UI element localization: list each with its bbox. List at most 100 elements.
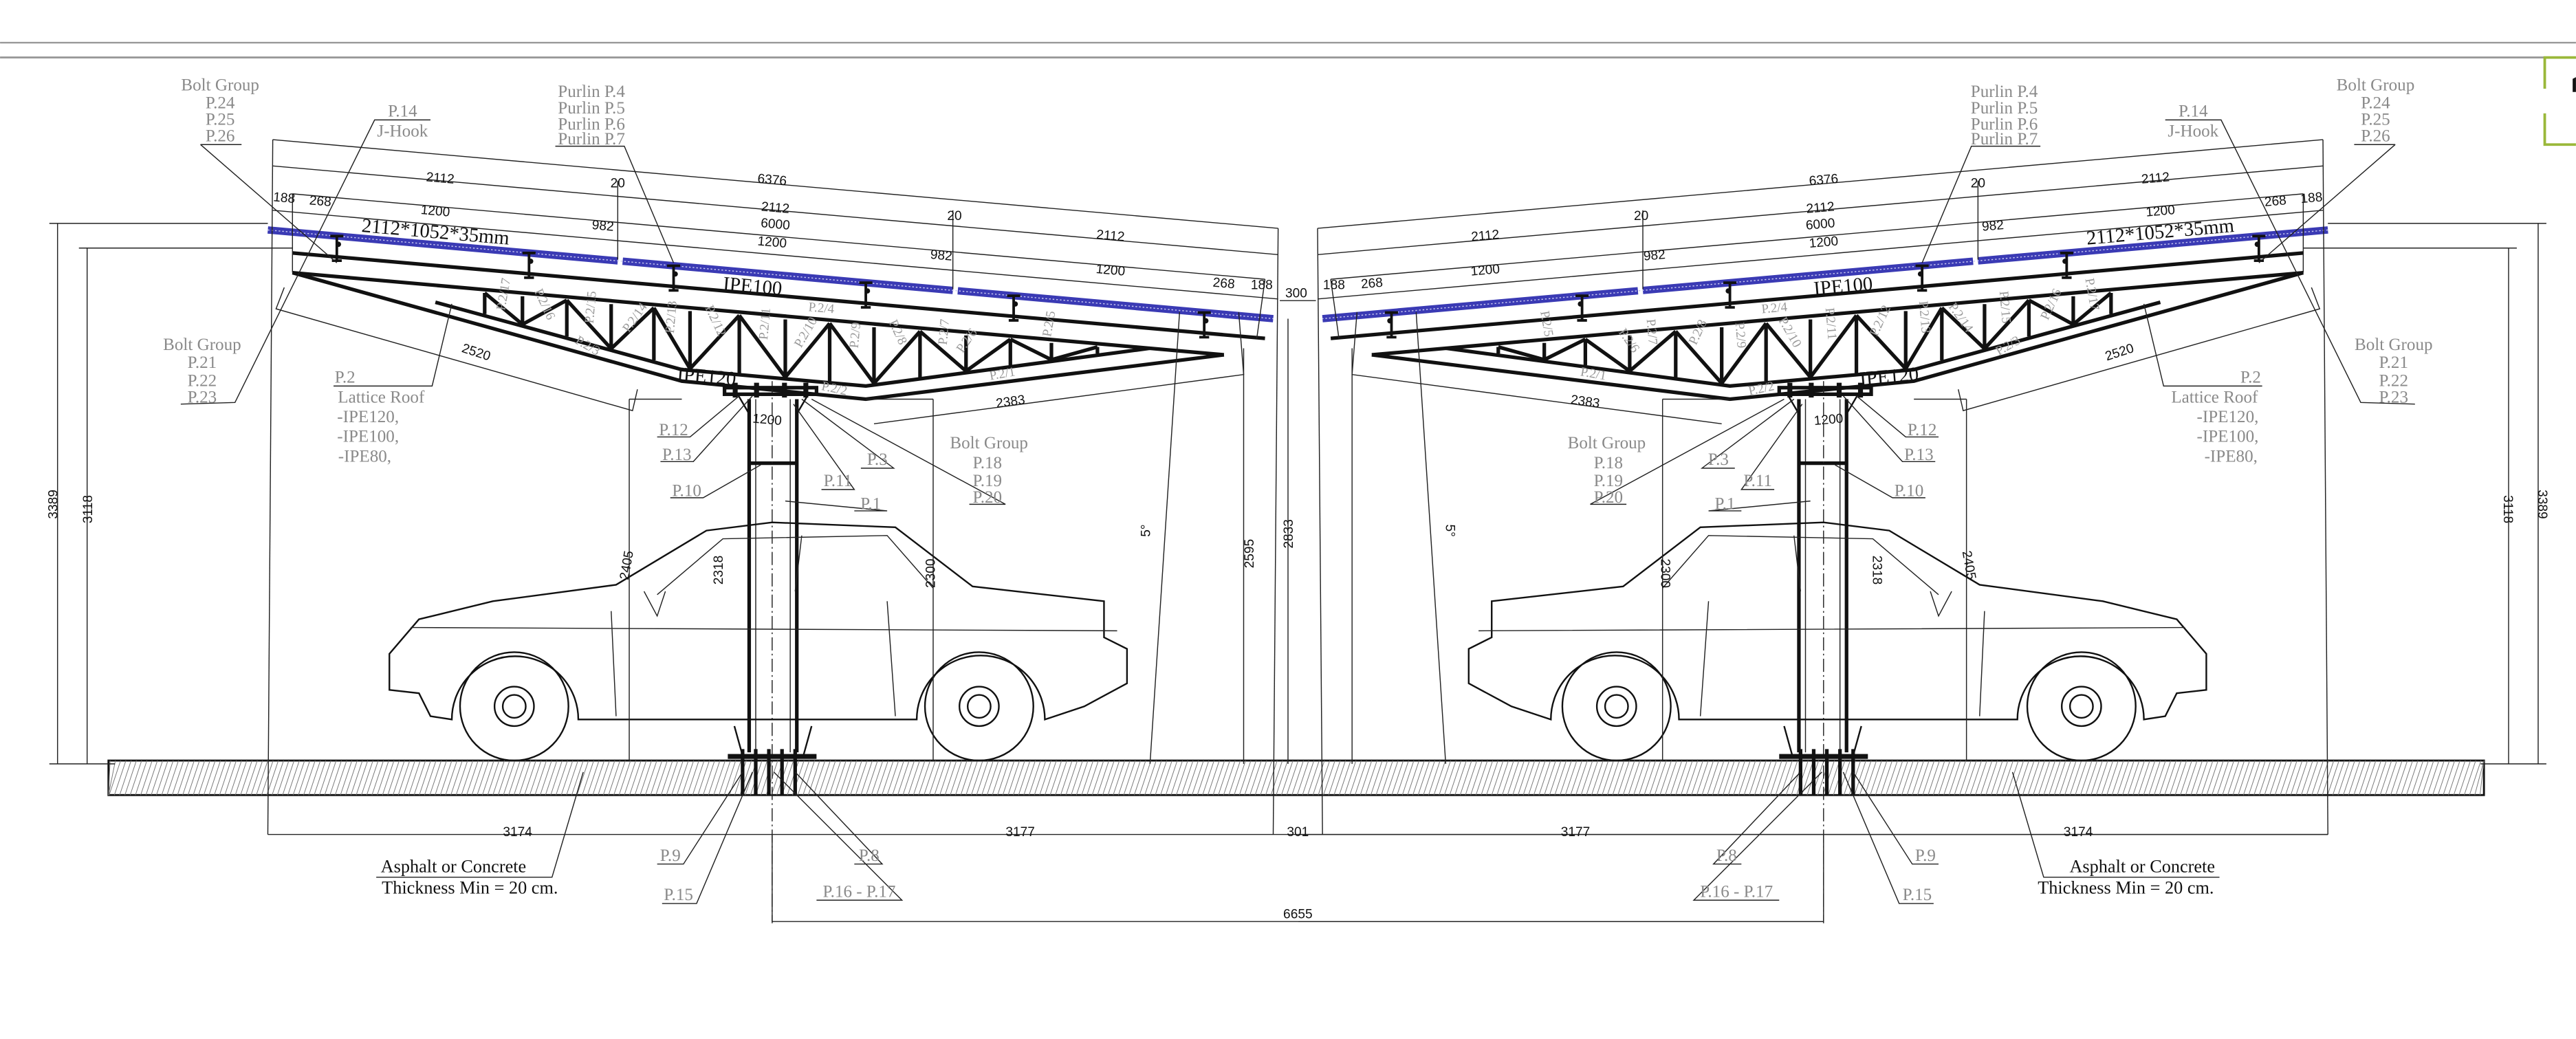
- hatch-line: [377, 760, 389, 796]
- left-parts-p11: P.11: [824, 472, 853, 490]
- left-bolt-group-end-0: Bolt Group: [163, 336, 241, 354]
- hatch-line: [2327, 760, 2339, 796]
- hatch-line: [545, 760, 558, 796]
- hatch-line: [1165, 760, 1178, 796]
- top-chord: [292, 270, 1225, 357]
- hatch-line: [340, 760, 353, 796]
- truss-web-diagonal: [1628, 329, 1677, 373]
- leader-lines: [1590, 119, 2415, 904]
- hatch-line: [629, 760, 642, 796]
- right-bolt-group-mid-2: P.19: [1594, 472, 1624, 490]
- hatch-line: [1433, 760, 1446, 796]
- hatch-line: [2469, 760, 2482, 796]
- leader-lines: [180, 119, 1006, 904]
- left-bolt-group-top-1: P.24: [206, 94, 235, 113]
- hatch-line: [2401, 760, 2413, 796]
- hatch-line: [2295, 760, 2308, 796]
- hatch-line: [587, 760, 600, 796]
- hatch-line: [1580, 760, 1593, 796]
- hatch-line: [1528, 760, 1540, 796]
- bottom-chord-inner: [435, 300, 1150, 389]
- hatch-line: [2075, 760, 2087, 796]
- hatch-line: [1801, 760, 1814, 796]
- hatch-line: [1649, 760, 1661, 796]
- hatch-line: [556, 760, 568, 796]
- left-lattice-1: Lattice Roof: [338, 388, 425, 406]
- hatch-line: [2132, 760, 2146, 796]
- right-dims-gap-b: 982: [1643, 248, 1666, 264]
- bolt-icon: [864, 288, 871, 294]
- hatch-line: [2001, 760, 2013, 796]
- purlin-j-hook: [2060, 252, 2073, 279]
- hatch-line: [2206, 760, 2219, 796]
- truss-web-diagonal: [737, 314, 787, 379]
- hatch-line: [208, 760, 221, 796]
- right-dims-edge-a: 188: [2300, 190, 2324, 206]
- hatch-line: [1333, 760, 1346, 796]
- hatch-line: [1880, 760, 1893, 796]
- hatch-line: [2322, 760, 2335, 796]
- hatch-line: [2253, 760, 2266, 796]
- hatch-line: [2011, 760, 2024, 796]
- hatch-line: [1733, 760, 1746, 796]
- hatch-line: [145, 760, 158, 796]
- hatch-line: [1675, 760, 1688, 796]
- hatch-line: [1344, 760, 1357, 796]
- hatch-line: [345, 760, 358, 796]
- hatch-line: [2437, 760, 2450, 796]
- hatch-line: [108, 761, 111, 796]
- hatch-line: [944, 760, 957, 796]
- hatch-line: [2222, 760, 2235, 796]
- bolt-icon: [1725, 288, 1732, 294]
- right-members-4: P.2/5: [1537, 310, 1556, 338]
- purlin-clips: [330, 234, 1211, 339]
- right-members-9: P.2/10: [1776, 315, 1804, 350]
- hatch-line: [1502, 760, 1514, 796]
- hatch-line: [1922, 760, 1935, 796]
- hatch-line: [571, 760, 584, 796]
- hatch-line: [1617, 760, 1630, 796]
- hatch-line: [1249, 760, 1262, 796]
- hatch-line: [860, 760, 873, 796]
- left-dims-purlin-span: 6000: [760, 216, 790, 233]
- hatch-line: [602, 760, 615, 796]
- hatch-line: [140, 760, 153, 796]
- bolt-icon: [1578, 301, 1584, 307]
- hatch-line: [976, 760, 989, 796]
- right-dims-panel-a: 2112: [2141, 170, 2170, 187]
- right-bolt-group-mid-1: P.18: [1594, 454, 1624, 472]
- hatch-line: [2059, 760, 2072, 796]
- hatch-line: [1002, 760, 1015, 796]
- hatch-line: [1139, 760, 1152, 796]
- purlin-j-hook: [522, 252, 536, 279]
- hatch-line: [2180, 760, 2192, 796]
- hatch-line: [1207, 760, 1220, 796]
- hatch-line: [2091, 760, 2103, 796]
- car-silhouette: [1467, 521, 2207, 762]
- hatch-line: [1339, 760, 1351, 796]
- truss-web-diagonal: [688, 314, 741, 370]
- hatch-line: [2443, 760, 2456, 796]
- hatch-line: [550, 760, 563, 796]
- hatch-line: [634, 760, 647, 796]
- bolt-icon: [673, 271, 678, 277]
- hatch-line: [487, 760, 500, 796]
- left-lattice-3: -IPE100,: [337, 428, 399, 446]
- hatch-line: [1785, 760, 1798, 796]
- hatch-line: [1386, 760, 1399, 796]
- hatch-line: [124, 760, 137, 796]
- hatch-line: [981, 760, 994, 796]
- left-bolt-group-mid-2: P.19: [973, 472, 1003, 490]
- truss-webs: [1496, 291, 2113, 385]
- right-dims-purlin-span: 6000: [1805, 216, 1835, 233]
- hatch-line: [397, 760, 411, 796]
- left-parts-p16-17: P.16 - P.17: [823, 882, 896, 901]
- left-members-16: P.2/17: [494, 277, 514, 311]
- hatch-line: [2416, 760, 2429, 796]
- hatch-line: [1202, 760, 1214, 796]
- hatch-line: [393, 760, 405, 796]
- hatch-line: [2148, 760, 2161, 796]
- hatch-line: [566, 760, 578, 796]
- hatch-line: [1323, 760, 1335, 796]
- hatch-line: [1312, 760, 1325, 796]
